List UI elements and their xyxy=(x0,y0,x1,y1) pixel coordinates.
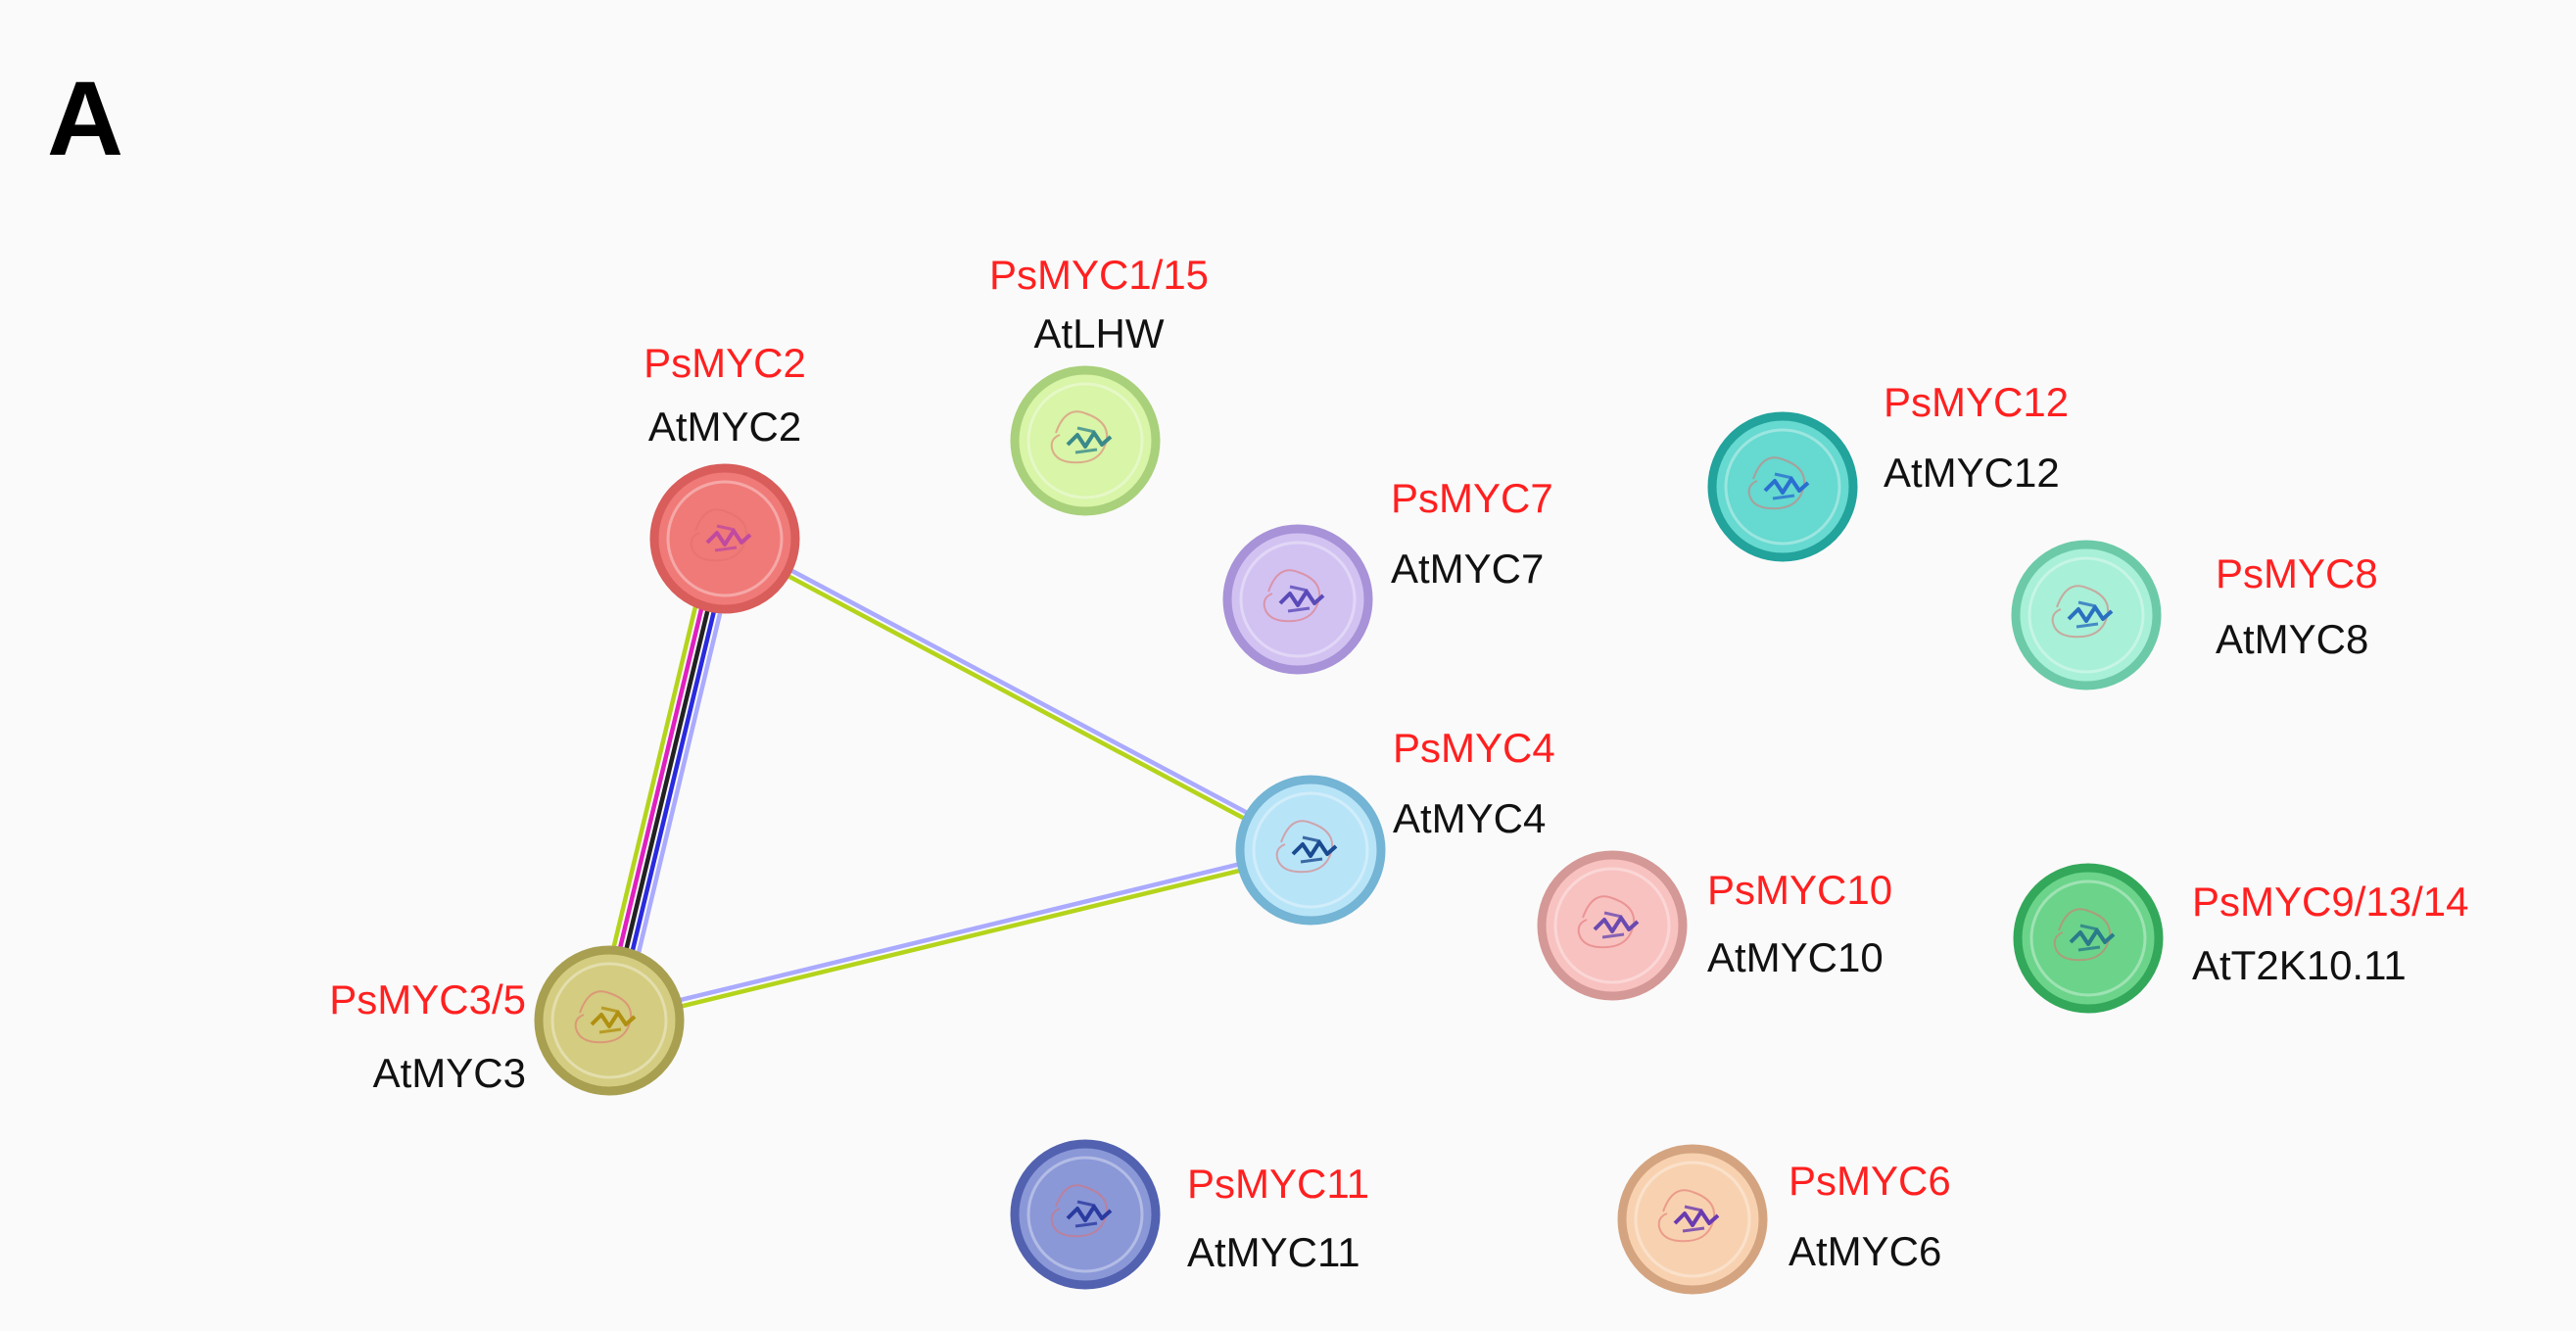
node-label-ortholog: AtMYC2 xyxy=(648,404,801,450)
node-inner-ring xyxy=(1252,791,1369,909)
node-inner-ring xyxy=(1026,382,1144,499)
node-label-ortholog: AtMYC4 xyxy=(1393,795,1546,841)
edge-strand xyxy=(607,844,1311,1021)
protein-structure-icon xyxy=(1577,895,1640,949)
node-label-ortholog: AtLHW xyxy=(1033,310,1164,357)
edge-myc2-myc3 xyxy=(595,535,739,1024)
node-label-ortholog: AtT2K10.11 xyxy=(2192,942,2407,988)
node-circle[interactable] xyxy=(1010,365,1161,516)
node-label-ortholog: AtMYC3 xyxy=(373,1050,526,1096)
node-circle[interactable] xyxy=(1010,1139,1161,1290)
protein-structure-icon xyxy=(574,990,637,1044)
node-label-paralog: PsMYC11 xyxy=(1187,1161,1369,1207)
node-label-paralog: PsMYC1/15 xyxy=(989,252,1209,298)
node-circle[interactable] xyxy=(1235,775,1386,926)
nodes-layer: PsMYC2AtMYC2PsMYC1/15AtLHWPsMYC7AtMYC7Ps… xyxy=(329,252,2468,1295)
node-inner-ring xyxy=(1026,1156,1144,1273)
edge-strand xyxy=(613,539,734,1023)
node-label-ortholog: AtMYC7 xyxy=(1391,546,1544,592)
node-label-paralog: PsMYC10 xyxy=(1707,867,1892,913)
node-inner-ring xyxy=(2027,556,2145,674)
node-label-paralog: PsMYC9/13/14 xyxy=(2192,879,2468,925)
node-inner-ring xyxy=(1239,541,1357,658)
node-circle[interactable] xyxy=(1617,1144,1768,1295)
node-label-paralog: PsMYC8 xyxy=(2216,550,2378,596)
protein-structure-icon xyxy=(1050,410,1113,464)
edge-strand xyxy=(722,539,1311,855)
protein-structure-icon xyxy=(1747,456,1810,510)
panel-label: A xyxy=(47,59,123,177)
node-inner-ring xyxy=(1553,867,1671,984)
node-inner-ring xyxy=(666,480,784,597)
node-inner-ring xyxy=(550,962,668,1079)
node-circle[interactable] xyxy=(1707,411,1858,562)
node-label-ortholog: AtMYC8 xyxy=(2216,616,2368,662)
protein-structure-icon xyxy=(690,508,752,562)
node-label-ortholog: AtMYC12 xyxy=(1884,450,2060,496)
node-label-paralog: PsMYC4 xyxy=(1393,725,1555,771)
node-label-paralog: PsMYC6 xyxy=(1789,1158,1951,1204)
protein-structure-icon xyxy=(1275,820,1338,874)
node-circle[interactable] xyxy=(1222,524,1373,675)
node-inner-ring xyxy=(2029,879,2147,997)
node-label-ortholog: AtMYC6 xyxy=(1789,1228,1941,1274)
protein-structure-icon xyxy=(1657,1189,1720,1243)
edge-strand xyxy=(606,538,728,1022)
node-inner-ring xyxy=(1634,1161,1751,1278)
protein-structure-icon xyxy=(2051,585,2114,639)
node-label-paralog: PsMYC12 xyxy=(1884,379,2069,425)
protein-structure-icon xyxy=(2053,908,2116,962)
node-circle[interactable] xyxy=(1537,850,1688,1001)
node-label-ortholog: AtMYC10 xyxy=(1707,934,1884,980)
node-label-paralog: PsMYC3/5 xyxy=(329,976,526,1022)
node-inner-ring xyxy=(1724,428,1841,546)
protein-structure-icon xyxy=(1050,1184,1113,1238)
edge-strand xyxy=(595,535,715,1019)
node-circle[interactable] xyxy=(2011,540,2162,690)
edge-strand xyxy=(725,534,1313,850)
node-circle[interactable] xyxy=(534,945,685,1096)
edges-layer xyxy=(595,534,1313,1026)
edge-myc3-myc4 xyxy=(607,844,1312,1026)
node-circle[interactable] xyxy=(649,463,800,614)
protein-structure-icon xyxy=(1263,569,1325,623)
node-label-paralog: PsMYC7 xyxy=(1391,475,1553,521)
node-label-paralog: PsMYC2 xyxy=(644,340,806,386)
edge-strand xyxy=(619,541,739,1024)
node-circle[interactable] xyxy=(2013,863,2164,1014)
edge-strand xyxy=(600,536,721,1021)
edge-strand xyxy=(609,850,1312,1026)
edge-myc2-myc4 xyxy=(722,534,1313,855)
node-label-ortholog: AtMYC11 xyxy=(1187,1229,1360,1275)
